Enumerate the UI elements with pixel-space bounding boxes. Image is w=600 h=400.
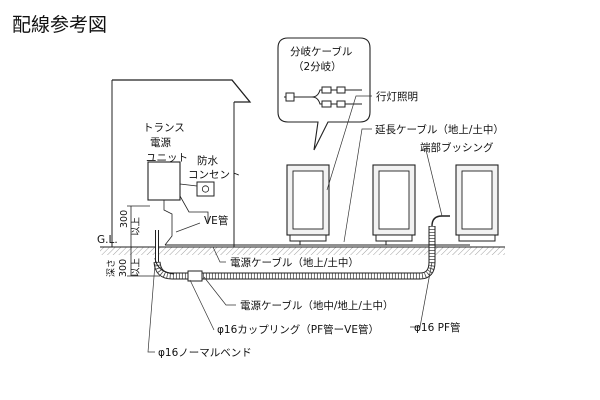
lamp-2 bbox=[372, 164, 416, 242]
branch-cable-callout bbox=[277, 37, 371, 151]
dim-above-unit: 以上 bbox=[131, 216, 142, 236]
power-cable-label-2: 電源ケーブル（地中/地上/土中） bbox=[240, 299, 393, 312]
dim-above-value: 300 bbox=[119, 210, 130, 228]
house bbox=[111, 79, 252, 247]
transformer-label-1: トランス bbox=[143, 122, 185, 134]
coupling bbox=[187, 270, 203, 282]
normal-bend bbox=[154, 257, 175, 275]
gl-label: G.L. bbox=[97, 234, 118, 246]
coupling-label: φ16カップリング（PF管ーVE管） bbox=[217, 323, 379, 336]
ve-pipe-label: VE管 bbox=[204, 214, 228, 227]
dim-below-unit: 以上 bbox=[131, 257, 142, 277]
dim-depth-prefix: 深さ bbox=[106, 259, 117, 277]
dim-depth bbox=[127, 247, 160, 277]
lamp-label: 行灯照明 bbox=[376, 90, 418, 103]
outlet-label-2: コンセント bbox=[188, 169, 241, 181]
outlet-label-1: 防水 bbox=[197, 154, 218, 167]
lamp-1 bbox=[286, 164, 330, 242]
power-cable-ground bbox=[165, 240, 470, 246]
waterproof-outlet bbox=[179, 181, 215, 222]
normal-bend-label: φ16ノーマルベンド bbox=[158, 347, 252, 359]
ve-pipe bbox=[155, 222, 201, 262]
extension-cable-label: 延長ケーブル（地上/土中） bbox=[375, 123, 504, 136]
pf-pipe-label: φ16 PF管 bbox=[414, 321, 461, 334]
dim-below-value: 300 bbox=[118, 259, 129, 277]
transformer-label-2: 電源 bbox=[150, 136, 171, 149]
transformer-label-3: ユニット bbox=[146, 152, 188, 164]
branch-cable-sublabel: （2分岐） bbox=[293, 60, 342, 73]
transformer-unit bbox=[147, 161, 181, 246]
dim-above-gl bbox=[127, 205, 150, 247]
lamp-3 bbox=[455, 164, 499, 242]
end-bushing-label: 端部ブッシング bbox=[420, 141, 494, 154]
branch-cable-label: 分岐ケーブル bbox=[290, 45, 352, 58]
power-cable-label-1: 電源ケーブル（地上/土中） bbox=[230, 256, 359, 269]
leader-lines bbox=[147, 95, 443, 353]
diagram-title: 配線参考図 bbox=[12, 14, 107, 36]
ground bbox=[100, 246, 505, 255]
